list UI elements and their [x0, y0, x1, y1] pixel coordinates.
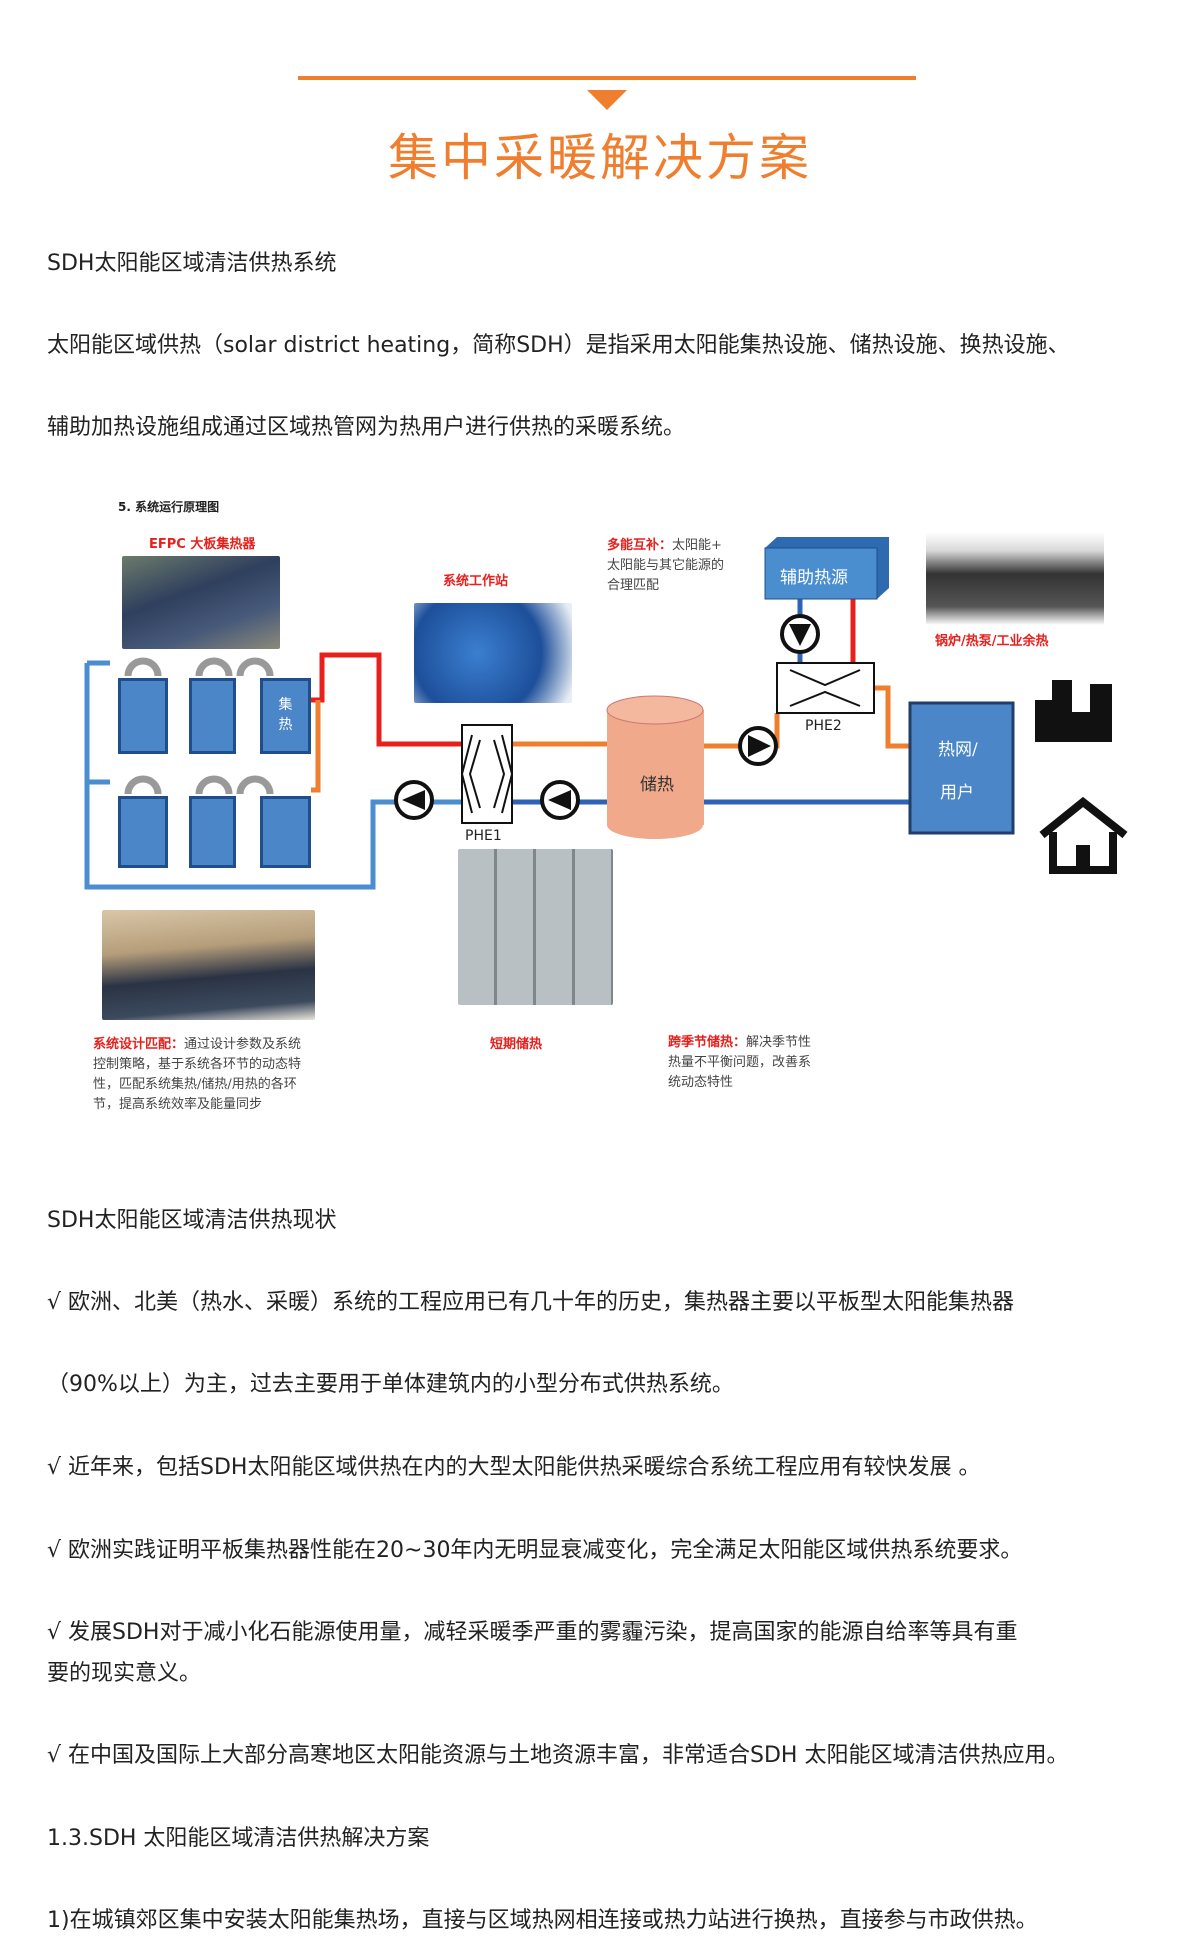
buildings-icon	[1035, 680, 1112, 742]
status-bullet-1b: （90%以上）为主，过去主要用于单体建筑内的小型分布式供热系统。	[47, 1372, 734, 1397]
solution-heading: 1.3.SDH 太阳能区域清洁供热解决方案	[47, 1826, 430, 1851]
status-bullet-2: √ 近年来，包括SDH太阳能区域供热在内的大型太阳能供热采暖综合系统工程应用有较…	[47, 1455, 981, 1480]
design-note: 系统设计匹配：通过设计参数及系统控制策略，基于系统各环节的动态特性，匹配系统集热…	[93, 1037, 302, 1112]
workstation-photo	[414, 603, 572, 703]
house-icon	[1039, 796, 1128, 874]
network-label-2: 用户	[940, 783, 974, 803]
short-storage-label: 短期储热	[490, 1037, 543, 1052]
heat-network-box	[908, 701, 1015, 835]
intro-para-line1: 太阳能区域供热（solar district heating，简称SDH）是指采…	[47, 333, 1070, 358]
collector-panel	[189, 678, 236, 754]
status-bullet-3: √ 欧洲实践证明平板集热器性能在20~30年内无明显衰减变化，完全满足太阳能区域…	[47, 1538, 1023, 1563]
boiler-label: 锅炉/热泵/工业余热	[935, 634, 1049, 649]
collector-photo	[122, 556, 280, 649]
pipe-network	[84, 537, 1128, 890]
seasonal-note: 跨季节储热：解决季节性热量不平衡问题，改善系统动态特性	[668, 1035, 812, 1090]
status-bullet-5: √ 在中国及国际上大部分高寒地区太阳能资源与土地资源丰富，非常适合SDH 太阳能…	[47, 1743, 1069, 1768]
pump-icon	[780, 614, 820, 654]
phe1-label: PHE1	[465, 828, 502, 844]
phe1-exchanger-icon	[460, 724, 514, 824]
aux-heat-label: 辅助热源	[780, 568, 848, 588]
aux-heat-box	[764, 537, 889, 600]
collector-panel	[118, 796, 168, 868]
page-title: 集中采暖解决方案	[388, 129, 812, 187]
status-heading: SDH太阳能区域清洁供热现状	[47, 1208, 337, 1233]
pump-icon	[394, 780, 434, 820]
collector-panel: 集热	[260, 678, 311, 754]
pump-icon	[738, 726, 778, 766]
storage-label: 储热	[640, 775, 674, 795]
solution-item-1: 1)在城镇郊区集中安装太阳能集热场，直接与区域热网相连接或热力站进行换热，直接参…	[47, 1908, 1038, 1933]
multi-energy-note: 多能互补：太阳能+太阳能与其它能源的合理匹配	[607, 538, 725, 593]
header-triangle-icon	[587, 90, 627, 110]
status-bullet-4b: 要的现实意义。	[47, 1661, 202, 1686]
status-bullet-1a: √ 欧洲、北美（热水、采暖）系统的工程应用已有几十年的历史，集热器主要以平板型太…	[47, 1290, 1015, 1315]
boiler-photo	[926, 532, 1104, 625]
workstation-label: 系统工作站	[443, 574, 509, 589]
efpc-label: EFPC 大板集热器	[149, 537, 256, 552]
collector-panel	[189, 796, 236, 868]
diagram-title: 5. 系统运行原理图	[118, 500, 220, 514]
header-divider	[298, 76, 916, 80]
network-label-1: 热网/	[938, 740, 978, 760]
intro-para-line2: 辅助加热设施组成通过区域热管网为热用户进行供热的采暖系统。	[47, 415, 686, 440]
water-tank-photo	[458, 849, 613, 1005]
collector-panel	[260, 796, 311, 868]
pump-icon	[540, 780, 580, 820]
phe2-label: PHE2	[805, 718, 842, 734]
solar-field-photo	[102, 910, 315, 1020]
collector-panel	[118, 678, 168, 754]
phe2-exchanger-icon	[776, 662, 875, 714]
storage-tank-icon	[606, 695, 704, 839]
intro-heading: SDH太阳能区域清洁供热系统	[47, 251, 337, 276]
status-bullet-4a: √ 发展SDH对于减小化石能源使用量，减轻采暖季严重的雾霾污染，提高国家的能源自…	[47, 1620, 1018, 1645]
